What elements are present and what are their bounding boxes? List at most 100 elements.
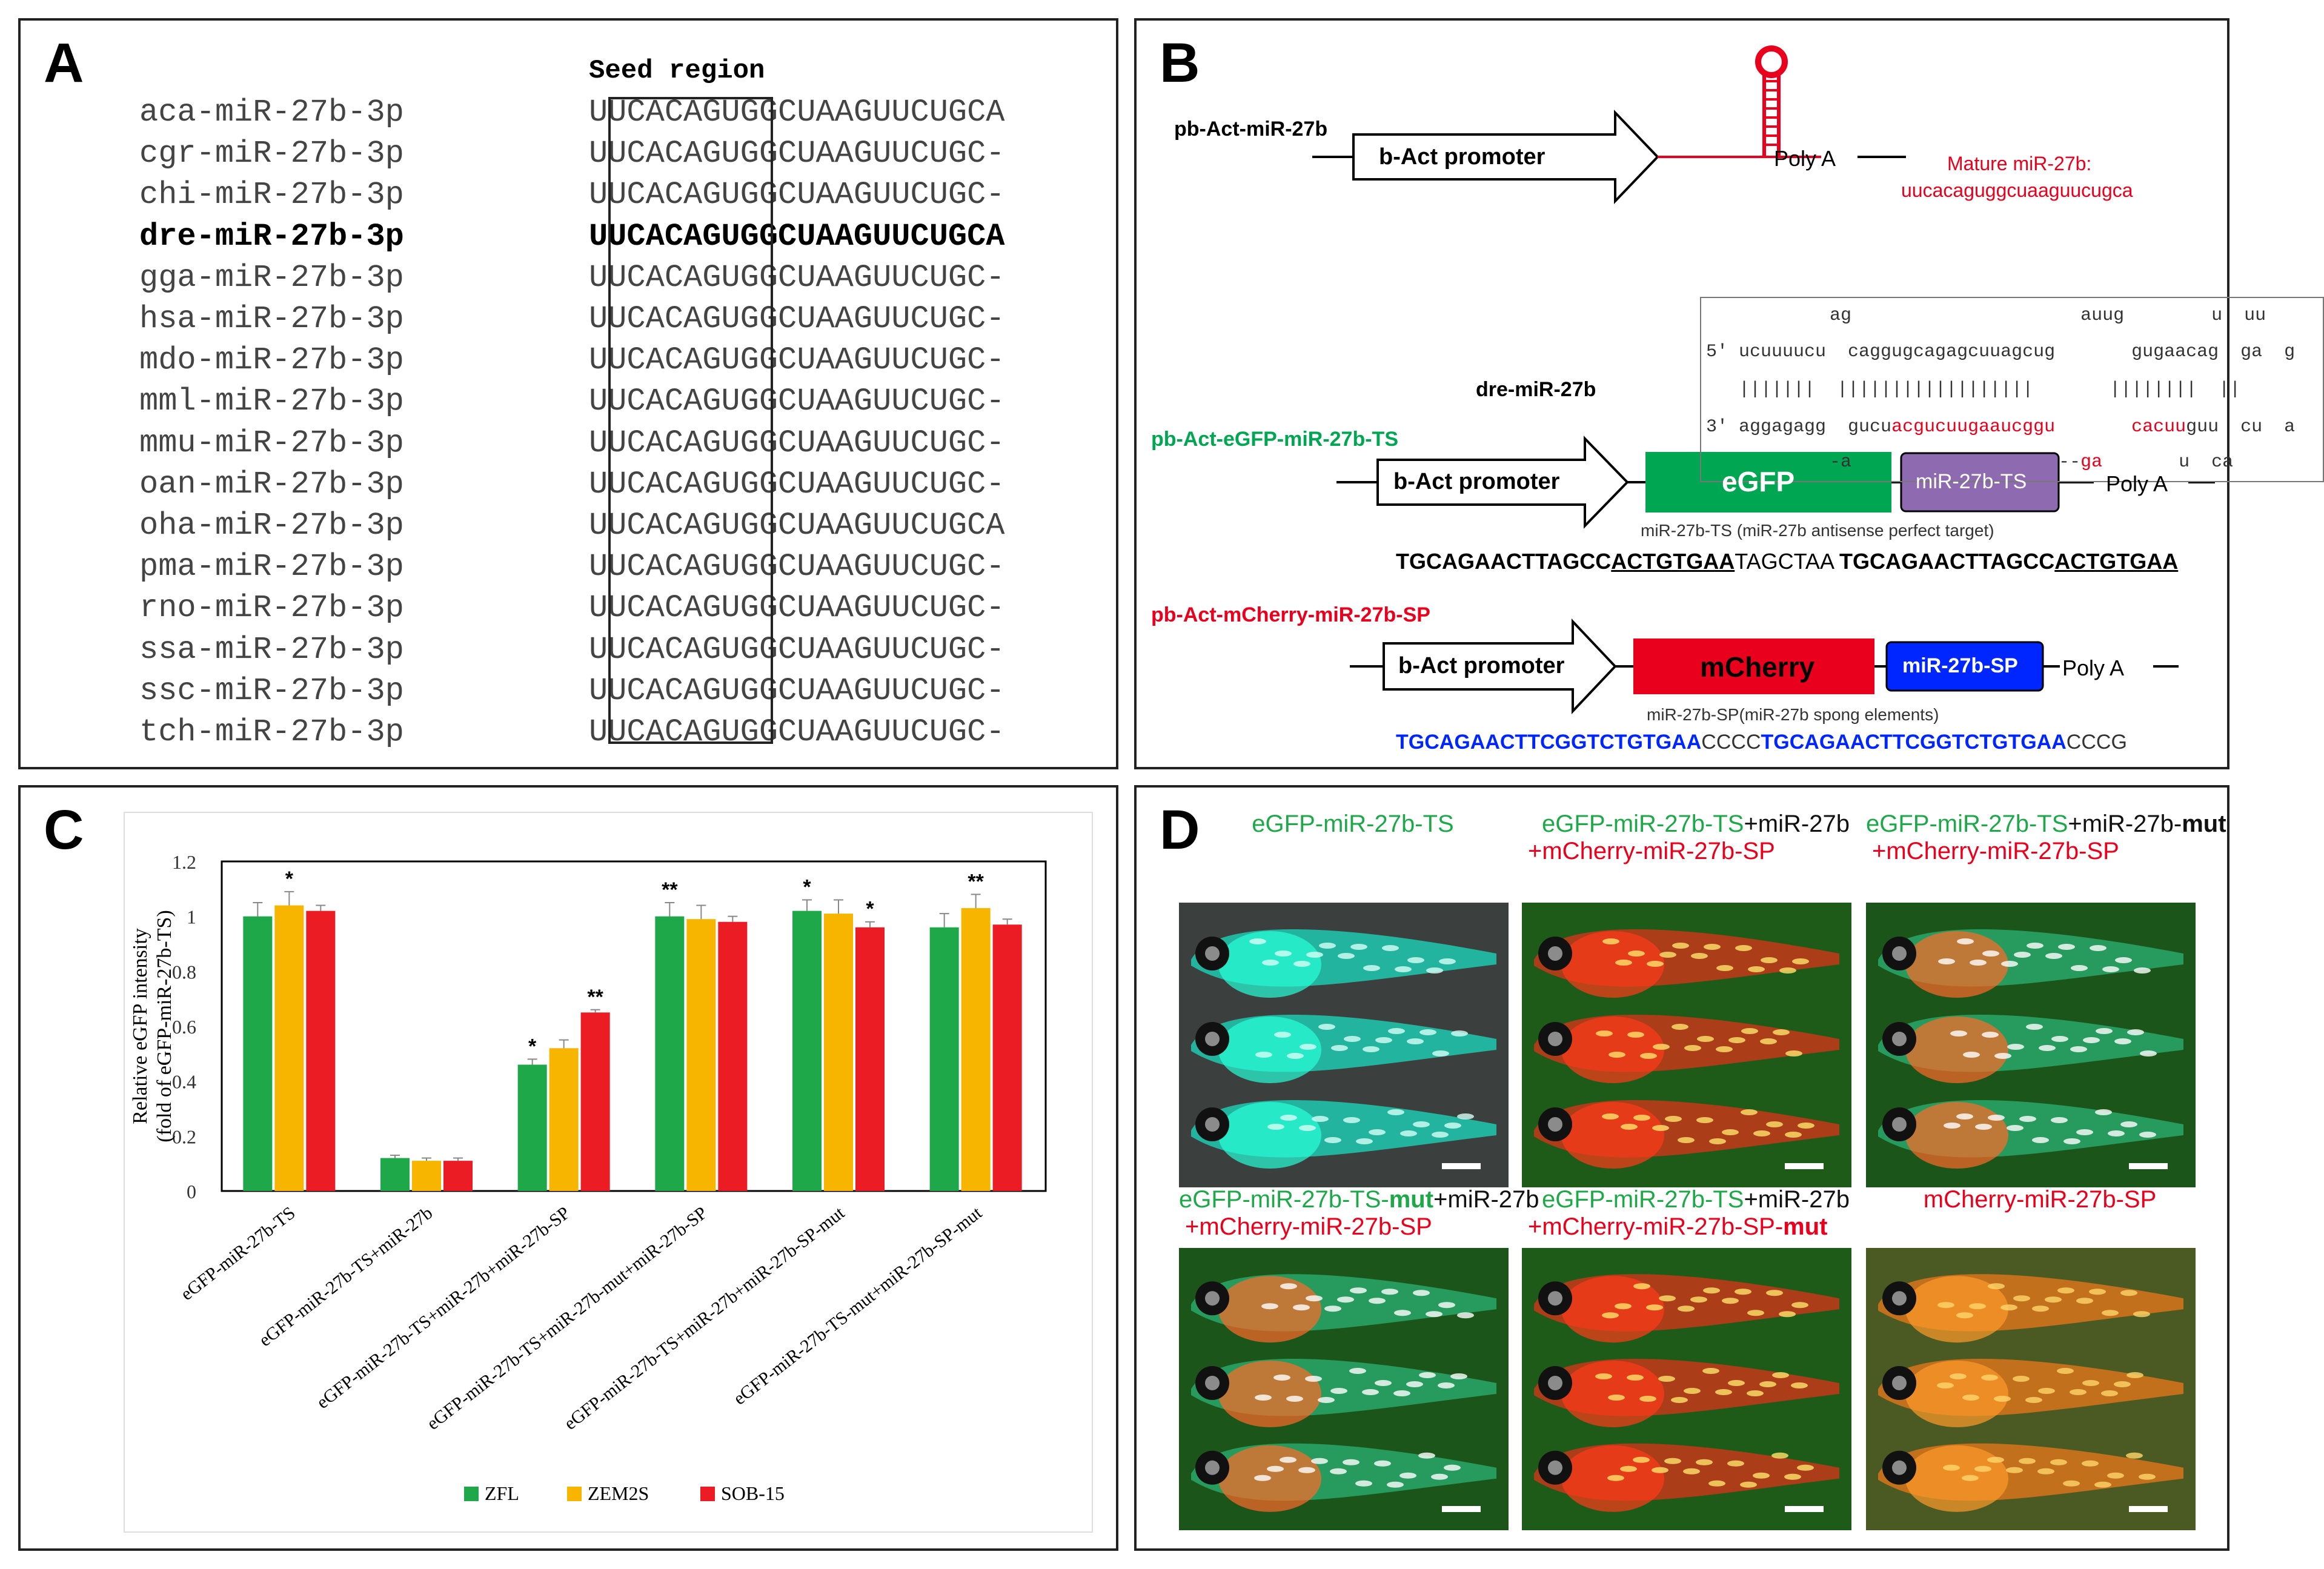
alignment-row: cgr-miR-27b-3p UUCACAGUGGCUAAGUUCUGC- bbox=[21, 136, 1111, 177]
promoter-arrow-3 bbox=[1383, 618, 1617, 715]
mcherry-label: mCherry bbox=[1700, 651, 1815, 683]
hairpin-structure: ag auug u uu 5' ucuuuucu caggugcagagcuua… bbox=[1700, 297, 2324, 482]
image-label: eGFP-miR-27b-TS+miR-27b-mut+mCherry-miR-… bbox=[1866, 811, 2226, 864]
sequence: UUCACAGUGGCUAAGUUCUGC- bbox=[589, 136, 1005, 172]
significance-mark: ** bbox=[587, 986, 603, 1009]
ts-caption: miR-27b-TS (miR-27b antisense perfect ta… bbox=[1641, 521, 1994, 540]
species-name: mml-miR-27b-3p bbox=[139, 383, 404, 420]
alignment-row: mdo-miR-27b-3p UUCACAGUGGCUAAGUUCUGC- bbox=[21, 342, 1111, 383]
hairpin-line-3: ||||||| |||||||||||||||||| |||||||| || bbox=[1739, 379, 2241, 400]
bar bbox=[929, 927, 959, 1191]
sequence: UUCACAGUGGCUAAGUUCUGC- bbox=[589, 466, 1005, 502]
bar bbox=[306, 911, 336, 1191]
x-tick-label: eGFP-miR-27b-TS+miR-27b+miR-27b-SP-mut bbox=[560, 1202, 849, 1434]
y-tick-label: 0 bbox=[187, 1181, 196, 1202]
alignment-row: tch-miR-27b-3p UUCACAGUGGCUAAGUUCUGC- bbox=[21, 714, 1111, 755]
legend-swatch bbox=[567, 1487, 582, 1501]
hairpin-line-5: -a --ga u ca bbox=[1830, 452, 2234, 473]
species-name: tch-miR-27b-3p bbox=[139, 714, 404, 750]
polya-label-3: Poly A bbox=[2062, 655, 2125, 680]
species-name: oan-miR-27b-3p bbox=[139, 466, 404, 502]
x-tick-label: eGFP-miR-27b-TS-mut+miR-27b-SP-mut bbox=[730, 1202, 986, 1409]
bar bbox=[412, 1161, 441, 1191]
species-name: aca-miR-27b-3p bbox=[139, 95, 404, 130]
bar bbox=[549, 1048, 579, 1191]
species-name: cgr-miR-27b-3p bbox=[139, 136, 404, 172]
bar bbox=[824, 914, 853, 1191]
mature-seq: uucacaguggcuaaguucugca bbox=[1901, 179, 2133, 201]
image-label: eGFP-miR-27b-TS+miR-27b+mCherry-miR-27b-… bbox=[1528, 811, 1850, 864]
seed-region-title: Seed region bbox=[589, 56, 765, 86]
sequence: UUCACAGUGGCUAAGUUCUGC- bbox=[589, 259, 1005, 296]
y-tick-label: 0.8 bbox=[172, 961, 196, 983]
promoter-label: b-Act promoter bbox=[1379, 144, 1545, 170]
ts-sequence: TGCAGAACTTAGCCACTGTGAATAGCTAA TGCAGAACTT… bbox=[1396, 549, 2179, 574]
x-tick-label: eGFP-miR-27b-TS+miR-27b-mut+miR-27b-SP bbox=[423, 1203, 711, 1434]
construct-1-name: pb-Act-miR-27b bbox=[1174, 118, 1328, 141]
significance-mark: * bbox=[866, 898, 874, 921]
construct-2-name: pb-Act-eGFP-miR-27b-TS bbox=[1151, 428, 1398, 451]
zebrafish-fluorescence-image bbox=[1866, 1248, 2196, 1530]
egfp-label: eGFP bbox=[1722, 466, 1795, 497]
zebrafish-fluorescence-image bbox=[1179, 1248, 1509, 1530]
panel-label: B bbox=[1160, 32, 1200, 94]
bar bbox=[243, 916, 273, 1191]
bar bbox=[686, 919, 716, 1191]
bar bbox=[855, 927, 885, 1191]
alignment-row: aca-miR-27b-3p UUCACAGUGGCUAAGUUCUGCA bbox=[21, 95, 1111, 136]
seed-region-box bbox=[608, 97, 773, 744]
species-name: pma-miR-27b-3p bbox=[139, 549, 404, 585]
sequence: UUCACAGUGGCUAAGUUCUGC- bbox=[589, 590, 1005, 626]
legend-label: SOB-15 bbox=[721, 1482, 785, 1504]
x-tick-label: eGFP-miR-27b-TS bbox=[177, 1203, 299, 1305]
sequence: UUCACAGUGGCUAAGUUCUGCA bbox=[589, 95, 1005, 130]
legend-label: ZFL bbox=[485, 1482, 519, 1504]
species-name: mdo-miR-27b-3p bbox=[139, 342, 404, 379]
y-tick-label: 0.2 bbox=[172, 1126, 196, 1147]
zebrafish-fluorescence-image bbox=[1179, 903, 1509, 1187]
image-label: eGFP-miR-27b-TS+miR-27b+mCherry-miR-27b-… bbox=[1528, 1186, 1850, 1240]
species-name: mmu-miR-27b-3p bbox=[139, 425, 404, 461]
mature-label: Mature miR-27b: bbox=[1947, 153, 2092, 174]
significance-mark: * bbox=[528, 1035, 537, 1058]
alignment-row: rno-miR-27b-3p UUCACAGUGGCUAAGUUCUGC- bbox=[21, 590, 1111, 631]
y-axis-label: Relative eGFP intensity bbox=[129, 928, 151, 1124]
mcherry-box bbox=[1633, 639, 1874, 694]
sp-label: miR-27b-SP bbox=[1902, 654, 2018, 677]
x-tick-label: eGFP-miR-27b-TS+miR-27b+miR-27b-SP bbox=[313, 1203, 574, 1413]
sequence: UUCACAGUGGCUAAGUUCUGC- bbox=[589, 714, 1005, 750]
sequence: UUCACAGUGGCUAAGUUCUGC- bbox=[589, 342, 1005, 379]
panel-label: A bbox=[44, 32, 84, 94]
species-name: oha-miR-27b-3p bbox=[139, 508, 404, 543]
promoter-arrow-2 bbox=[1376, 436, 1629, 529]
image-label: mCherry-miR-27b-SP bbox=[1923, 1186, 2157, 1213]
alignment-row: oan-miR-27b-3p UUCACAGUGGCUAAGUUCUGC- bbox=[21, 466, 1111, 508]
ts-label: miR-27b-TS bbox=[1916, 470, 2027, 493]
promoter-label-3: b-Act promoter bbox=[1398, 653, 1565, 678]
sp-caption: miR-27b-SP(miR-27b spong elements) bbox=[1647, 705, 1939, 724]
panel-label: D bbox=[1160, 799, 1200, 861]
hairpin-line-1: ag auug u uu bbox=[1830, 305, 2266, 326]
significance-mark: ** bbox=[968, 870, 984, 893]
legend-swatch bbox=[464, 1487, 479, 1501]
polya-label-2: Poly A bbox=[2106, 471, 2168, 496]
species-name: rno-miR-27b-3p bbox=[139, 590, 404, 626]
bar bbox=[517, 1064, 547, 1191]
species-name: gga-miR-27b-3p bbox=[139, 259, 404, 296]
sp-sequence: TGCAGAACTTCGGTCTGTGAACCCCTGCAGAACTTCGGTC… bbox=[1396, 731, 2127, 754]
panel-label: C bbox=[44, 799, 84, 861]
species-name: dre-miR-27b-3p bbox=[139, 218, 404, 254]
legend-swatch bbox=[700, 1487, 715, 1501]
